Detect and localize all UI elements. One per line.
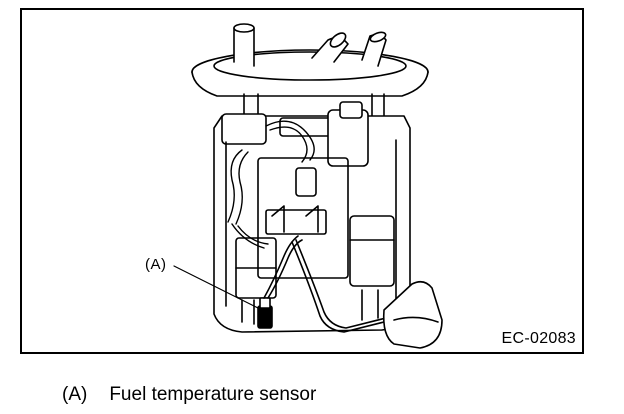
figure-legend: (A) Fuel temperature sensor	[62, 384, 316, 406]
figure-code: EC-02083	[501, 330, 576, 347]
legend-text: Fuel temperature sensor	[109, 384, 317, 405]
pump-body	[213, 101, 411, 333]
fuel-level-gauge	[291, 239, 443, 349]
flange-plate	[191, 49, 429, 97]
callout-leader-line	[173, 265, 259, 309]
figure-frame: (A) EC-02083	[20, 8, 584, 354]
fuel-temperature-sensor	[257, 235, 303, 329]
fuel-pump-assembly-illustration	[173, 23, 443, 349]
outlet-pipes	[233, 23, 387, 67]
legend-key: (A)	[62, 384, 88, 405]
wire-harness	[227, 120, 315, 249]
callout-label-a: (A)	[145, 256, 167, 273]
